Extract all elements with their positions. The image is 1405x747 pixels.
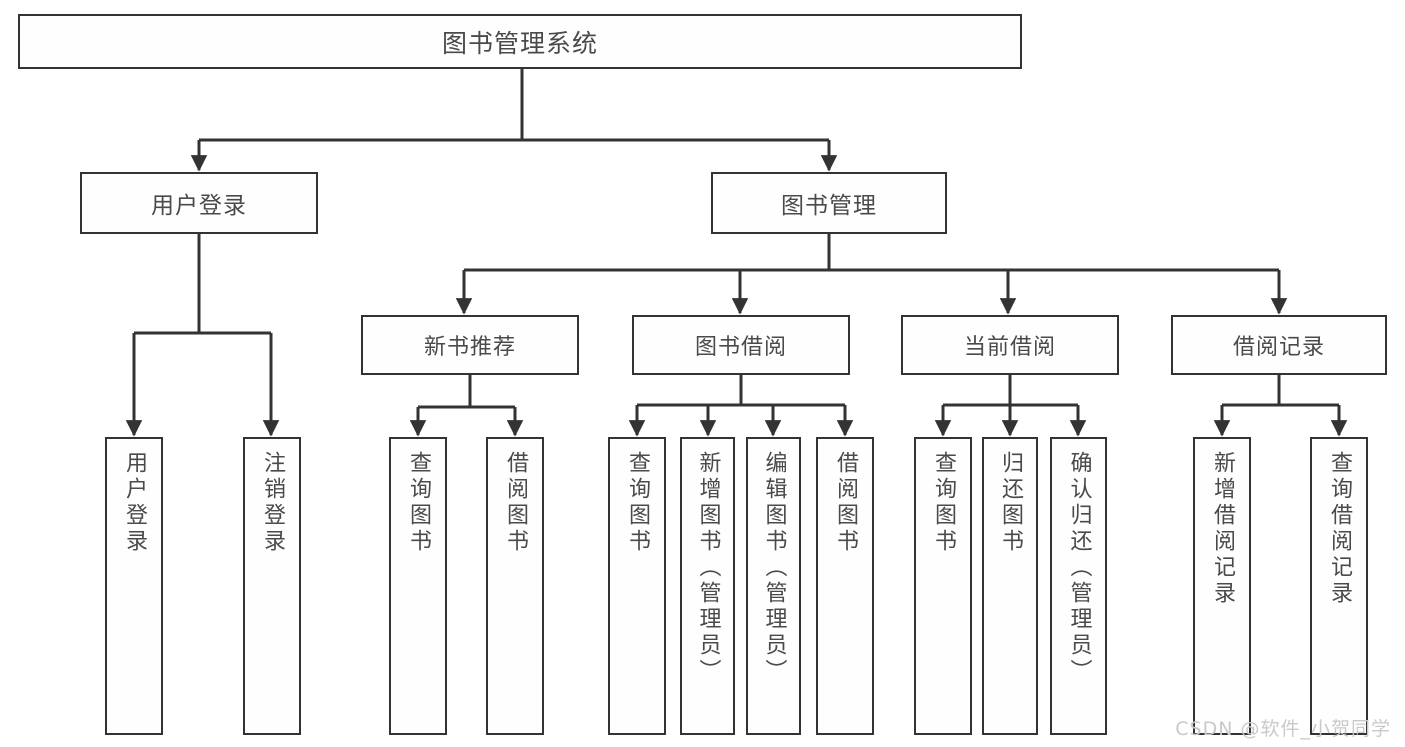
edge-user-login-to-leaves	[125, 234, 280, 437]
node-current-borrow[interactable]: 当前借阅	[901, 315, 1119, 375]
node-leaf-10[interactable]: 归还图书	[982, 437, 1038, 735]
node-label: 图书借阅	[694, 335, 787, 360]
node-leaf-6[interactable]: 新增图书（管理员）	[680, 437, 735, 735]
node-leaf-5[interactable]: 查询图书	[608, 437, 666, 735]
csdn-watermark: CSDN @软件_小贺同学	[1175, 718, 1391, 740]
node-label: 借阅图书	[503, 451, 528, 555]
node-leaf-1[interactable]: 用户登录	[105, 437, 163, 735]
node-leaf-13[interactable]: 查询借阅记录	[1310, 437, 1368, 735]
node-leaf-8[interactable]: 借阅图书	[816, 437, 874, 735]
node-label: 查询图书	[406, 451, 431, 555]
node-leaf-9[interactable]: 查询图书	[914, 437, 972, 735]
node-label: 编辑图书（管理员）	[761, 451, 787, 685]
node-leaf-3[interactable]: 查询图书	[389, 437, 447, 735]
edge-borrow-record-to-leaves	[1213, 375, 1348, 437]
node-label: 注销登录	[260, 451, 285, 555]
node-label: 借阅图书	[833, 451, 858, 555]
node-leaf-4[interactable]: 借阅图书	[486, 437, 544, 735]
node-label: 图书管理系统	[441, 28, 598, 58]
node-user-login[interactable]: 用户登录	[80, 172, 318, 234]
node-leaf-2[interactable]: 注销登录	[243, 437, 301, 735]
node-label: 用户登录	[151, 193, 247, 219]
node-book-borrow[interactable]: 图书借阅	[632, 315, 850, 375]
node-book-manage[interactable]: 图书管理	[711, 172, 947, 234]
edge-book-manage-to-l2	[455, 234, 1288, 315]
node-label: 新增图书（管理员）	[695, 451, 721, 685]
node-root[interactable]: 图书管理系统	[18, 14, 1022, 69]
node-label: 新书推荐	[423, 335, 516, 360]
node-leaf-7[interactable]: 编辑图书（管理员）	[746, 437, 801, 735]
node-label: 归还图书	[998, 451, 1023, 555]
node-label: 查询借阅记录	[1327, 451, 1352, 607]
node-label: 用户登录	[122, 451, 147, 555]
node-label: 借阅记录	[1232, 335, 1325, 360]
node-label: 图书管理	[781, 193, 877, 219]
edge-book-borrow-to-leaves	[628, 375, 854, 437]
edge-current-borrow-to-leaves	[934, 375, 1087, 437]
edge-new-book-rec-to-leaves	[409, 375, 524, 437]
edge-root-to-children	[190, 69, 838, 172]
node-label: 当前借阅	[963, 335, 1056, 360]
node-label: 查询图书	[625, 451, 650, 555]
node-new-book-rec[interactable]: 新书推荐	[361, 315, 579, 375]
node-label: 查询图书	[931, 451, 956, 555]
node-borrow-record[interactable]: 借阅记录	[1171, 315, 1387, 375]
node-leaf-12[interactable]: 新增借阅记录	[1193, 437, 1251, 735]
node-label: 确认归还（管理员）	[1066, 451, 1092, 685]
node-leaf-11[interactable]: 确认归还（管理员）	[1050, 437, 1107, 735]
node-label: 新增借阅记录	[1210, 451, 1235, 607]
